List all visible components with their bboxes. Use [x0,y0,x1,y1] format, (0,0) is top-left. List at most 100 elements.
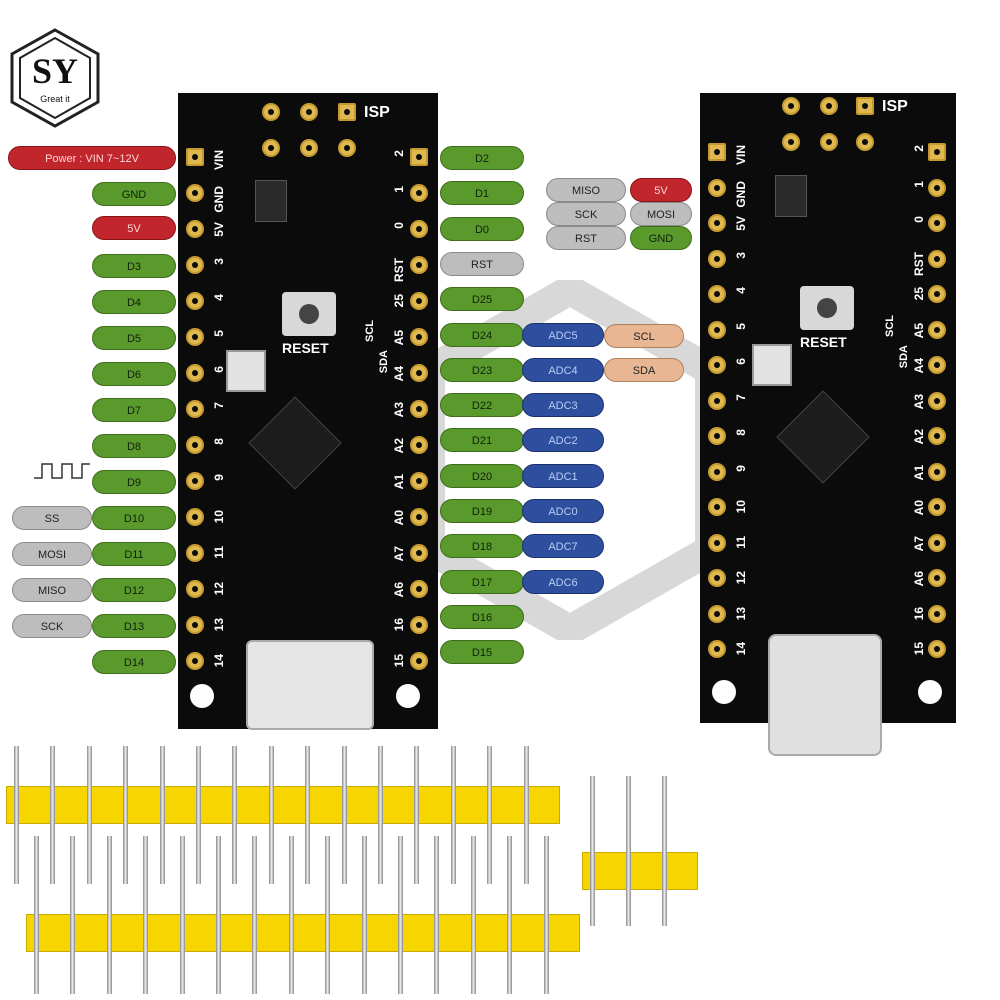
board-pad [928,462,946,481]
silk-pin-label: 2 [392,150,406,157]
header-pin [361,836,367,994]
header-pin [523,746,529,884]
board-pad [708,498,726,516]
board-pad [708,391,726,410]
board-pad [708,320,726,339]
reset-button-cap [817,298,837,318]
label-digital-pin: D0 [440,216,524,241]
label-digital-pin: D24 [440,322,524,347]
header-plastic-body [582,852,698,890]
header-pin [123,746,129,884]
scl-label: SCL [884,315,896,337]
header-pin [86,746,92,884]
logo-tagline: Great it [40,94,70,104]
board-pad [928,533,946,552]
silk-pin-label: A0 [392,510,406,526]
label-adc-channel: ADC4 [522,357,604,382]
board-pad [410,652,428,670]
label-digital-pin: D3 [92,254,176,278]
silk-pin-label: A3 [392,402,406,418]
label-power-vin: Power : VIN 7~12V [8,146,176,170]
board-pad [410,292,428,310]
board-pad [410,544,428,562]
silk-pin-label: RST [912,251,926,276]
board-pad [410,148,428,166]
label-adc-channel: ADC1 [522,463,604,488]
silk-pin-label: A6 [912,571,926,587]
silk-pin-label: 14 [734,642,748,656]
header-pin [626,776,631,926]
label-digital-pin: D2 [440,146,524,170]
header-pin [232,746,238,884]
board-pad [410,436,428,454]
isp-legend-rst: RST [546,226,626,250]
isp-legend-gnd: GND [630,226,692,250]
label-alt-function: SS [12,506,92,530]
label-alt-function: MOSI [12,542,92,566]
reset-button [800,286,854,330]
board-pad [708,249,726,268]
board-pad [928,214,946,232]
isp-label: ISP [882,98,908,115]
micro-usb-port [246,640,374,730]
label-digital-pin: D12 [92,578,176,602]
label-digital-pin: D16 [440,604,524,629]
silk-pin-label: 25 [392,294,406,308]
silk-pin-label: 11 [734,535,748,549]
crystal [752,344,792,386]
silk-pin-label: 10 [734,500,748,514]
silk-pin-label: 7 [734,393,748,401]
label-adc-channel: ADC5 [522,322,604,347]
isp-pad [262,139,280,157]
label-digital-pin: D8 [92,434,176,458]
silk-pin-label: 10 [212,510,226,524]
header-pin [70,836,76,994]
silk-pin-label: A3 [912,393,926,409]
board-pad [410,580,428,598]
label-digital-pin: D20 [440,463,524,488]
silk-pin-label: 11 [212,546,226,559]
reset-label: RESET [282,340,329,356]
silk-pin-label: 0 [912,216,926,223]
silk-pin-label: 6 [734,358,748,365]
board-pad [928,285,946,303]
label-sda: SDA [604,358,684,382]
label-digital-pin: D25 [440,287,524,312]
board-pad [186,184,204,202]
header-pin [590,776,595,926]
board-pad [928,249,946,268]
label-adc-channel: ADC3 [522,393,604,418]
label-scl: SCL [604,324,684,348]
header-pin [662,776,667,926]
board-pad [928,143,946,161]
board-pad [928,320,946,339]
silk-pin-label: 13 [734,606,748,620]
silk-pin-label: 9 [212,474,226,481]
board-pad [186,544,204,562]
silk-pin-label: A1 [392,474,406,490]
header-plastic-body [26,914,580,952]
isp-legend-miso: MISO [546,178,626,202]
board-pad [186,328,204,346]
silk-pin-label: 1 [392,186,406,193]
board-pad [928,391,946,410]
header-pin [507,836,513,994]
isp-legend-5v: 5V [630,178,692,202]
silk-pin-label: 15 [912,642,926,656]
silk-pin-label: A0 [912,500,926,516]
label-gnd: GND [92,182,176,206]
silk-pin-label: A5 [912,322,926,338]
label-digital-pin: D11 [92,542,176,566]
board-pad [186,508,204,526]
sda-label: SDA [378,350,390,374]
label-digital-pin: D23 [440,357,524,382]
reset-button [282,292,336,336]
silk-pin-label: 5 [212,330,226,337]
crystal [226,350,266,392]
mounting-hole [190,684,214,708]
mounting-hole [396,684,420,708]
label-digital-pin: D9 [92,470,176,494]
board-pad [186,148,204,166]
board-pad [186,400,204,418]
board-pad [928,498,946,516]
